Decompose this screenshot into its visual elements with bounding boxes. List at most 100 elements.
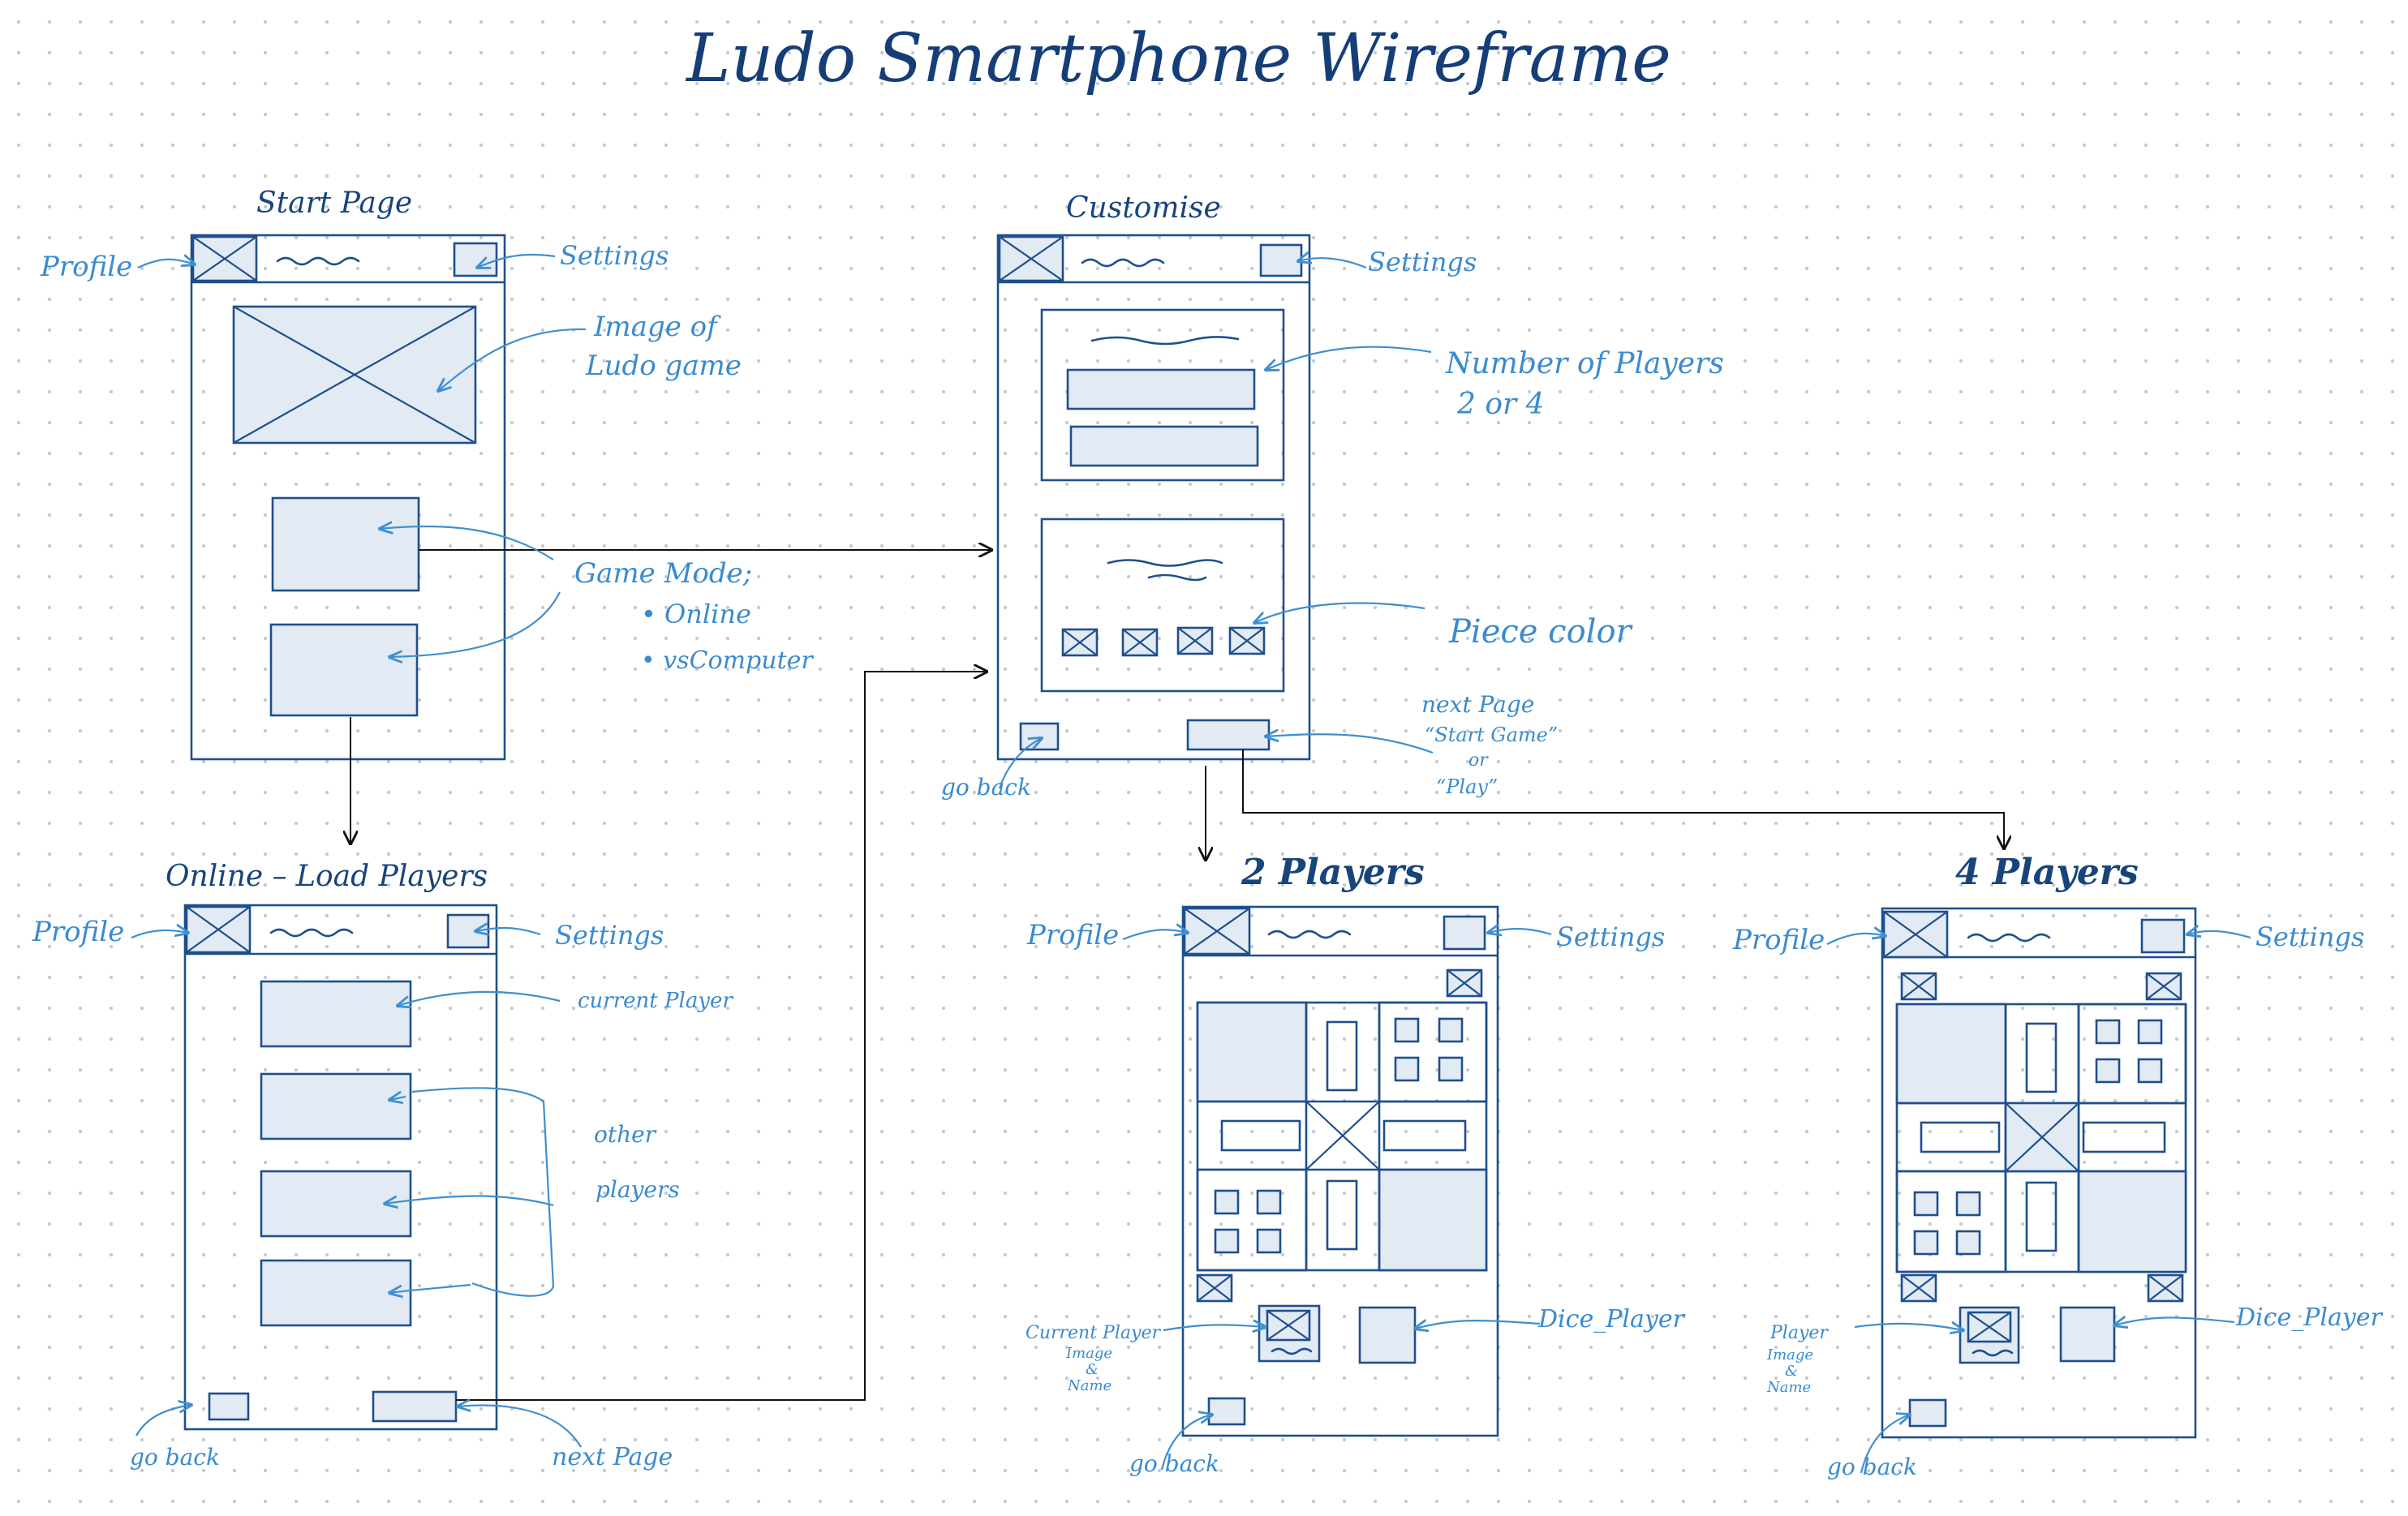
annotation-current-player: Image <box>1065 1345 1112 1362</box>
panel-title-placeholder <box>1107 559 1223 567</box>
game-piece <box>1438 1017 1464 1043</box>
phone-frame <box>1881 907 2197 1439</box>
game-piece <box>1955 1191 1981 1217</box>
annotation-dice: Dice_Player <box>1537 1305 1686 1333</box>
color-swatch[interactable] <box>1121 628 1159 657</box>
customise-screen: Customise <box>996 191 1311 761</box>
color-swatch[interactable] <box>1061 628 1099 657</box>
annotation-profile: Profile <box>1026 919 1119 951</box>
current-player-card <box>260 980 412 1048</box>
annotation-settings: Settings <box>560 240 669 271</box>
home-base <box>1196 1168 1308 1272</box>
home-base <box>1378 1168 1488 1272</box>
player-avatar-icon <box>1900 1273 1937 1303</box>
game-piece <box>1438 1056 1464 1082</box>
next-page-button[interactable] <box>372 1390 458 1423</box>
settings-icon[interactable] <box>1443 915 1486 951</box>
player-avatar-icon <box>1196 1273 1233 1303</box>
panel-title-placeholder <box>1090 336 1240 346</box>
game-piece <box>2137 1019 2163 1045</box>
annotation-go-back: go back <box>1827 1454 1917 1480</box>
dice-button[interactable] <box>2059 1306 2116 1363</box>
game-piece <box>1955 1230 1981 1256</box>
game-piece <box>2137 1058 2163 1084</box>
current-player-card <box>1959 1306 2020 1364</box>
profile-icon[interactable] <box>1183 907 1251 956</box>
annotation-go-back: go back <box>1129 1450 1219 1477</box>
next-page-button[interactable] <box>1186 719 1271 751</box>
game-piece <box>1214 1228 1240 1254</box>
annotation-settings: Settings <box>555 920 664 951</box>
go-back-button[interactable] <box>1908 1398 1947 1428</box>
vs-computer-mode-button[interactable] <box>269 623 419 717</box>
phone-frame <box>190 234 506 761</box>
player-avatar-icon <box>2147 1273 2184 1303</box>
online-heading: Online – Load Players <box>166 860 488 893</box>
piece-color-panel <box>1040 518 1285 693</box>
online-mode-button[interactable] <box>271 496 420 592</box>
settings-icon[interactable] <box>453 242 498 277</box>
annotation-player: Name <box>1766 1379 1811 1396</box>
annotation-number-of-players: 2 or 4 <box>1456 388 1545 421</box>
profile-icon[interactable] <box>1882 910 1949 959</box>
settings-icon[interactable] <box>1259 243 1303 277</box>
start-page-heading: Start Page <box>256 187 412 220</box>
phone-frame <box>1181 905 1499 1437</box>
annotation-next-page: next Page <box>552 1443 673 1471</box>
game-piece <box>1913 1230 1939 1256</box>
game-piece <box>2095 1058 2121 1084</box>
annotation-other-players: players <box>596 1176 680 1203</box>
go-back-button[interactable] <box>1207 1397 1246 1426</box>
flow-arrow <box>1242 749 2004 848</box>
annotation-next-page: or <box>1468 750 1489 771</box>
dice-button[interactable] <box>1358 1306 1417 1364</box>
annotation-settings: Settings <box>2255 921 2364 952</box>
current-player-card <box>1258 1304 1321 1363</box>
game-piece <box>2095 1019 2121 1045</box>
app-title-placeholder <box>269 928 354 938</box>
opponent-avatar-icon <box>1446 968 1483 998</box>
home-base <box>1378 1001 1488 1103</box>
go-back-button[interactable] <box>1019 722 1060 751</box>
annotation-dice: Dice_Player <box>2235 1303 2384 1332</box>
game-piece <box>1394 1017 1420 1043</box>
online-load-players-screen: Online – Load Players <box>166 860 498 1431</box>
home-base <box>1895 1003 2007 1105</box>
annotation-go-back: go back <box>130 1444 220 1471</box>
home-base <box>2077 1003 2187 1105</box>
annotation-current-player: & <box>1086 1361 1099 1378</box>
annotation-player: & <box>1785 1363 1798 1380</box>
annotations: Profile Settings Image of Ludo game Game… <box>32 240 2384 1480</box>
start-page-screen: Start Page <box>190 187 506 761</box>
annotation-profile: Profile <box>32 916 124 948</box>
annotation-current-player: Current Player <box>1026 1323 1161 1343</box>
profile-icon[interactable] <box>185 905 252 954</box>
game-piece <box>1256 1189 1282 1215</box>
game-piece <box>1214 1189 1240 1215</box>
other-player-card <box>260 1259 412 1327</box>
app-title-placeholder <box>1081 258 1165 268</box>
annotation-player: Image <box>1766 1346 1813 1364</box>
color-swatch[interactable] <box>1176 626 1214 655</box>
annotation-profile: Profile <box>40 251 132 283</box>
profile-icon[interactable] <box>998 235 1064 282</box>
profile-icon[interactable] <box>191 235 258 282</box>
four-players-option[interactable] <box>1069 425 1259 467</box>
color-swatch[interactable] <box>1228 626 1266 655</box>
annotation-leaders <box>131 255 2251 1474</box>
game-piece <box>1256 1228 1282 1254</box>
phone-frame <box>183 904 498 1431</box>
phone-frame <box>996 234 1311 761</box>
annotation-player: Player <box>1769 1323 1829 1343</box>
annotation-image: Image of <box>593 311 721 343</box>
settings-icon[interactable] <box>2140 918 2186 954</box>
opponent-avatar-icon <box>1900 972 1937 1001</box>
home-base <box>2077 1170 2187 1273</box>
annotation-profile: Profile <box>1732 924 1825 956</box>
diagram-title: Ludo Smartphone Wireframe <box>685 20 1671 97</box>
go-back-button[interactable] <box>208 1392 250 1421</box>
two-players-option[interactable] <box>1066 368 1256 410</box>
app-title-placeholder <box>276 256 360 266</box>
settings-icon[interactable] <box>446 913 490 949</box>
